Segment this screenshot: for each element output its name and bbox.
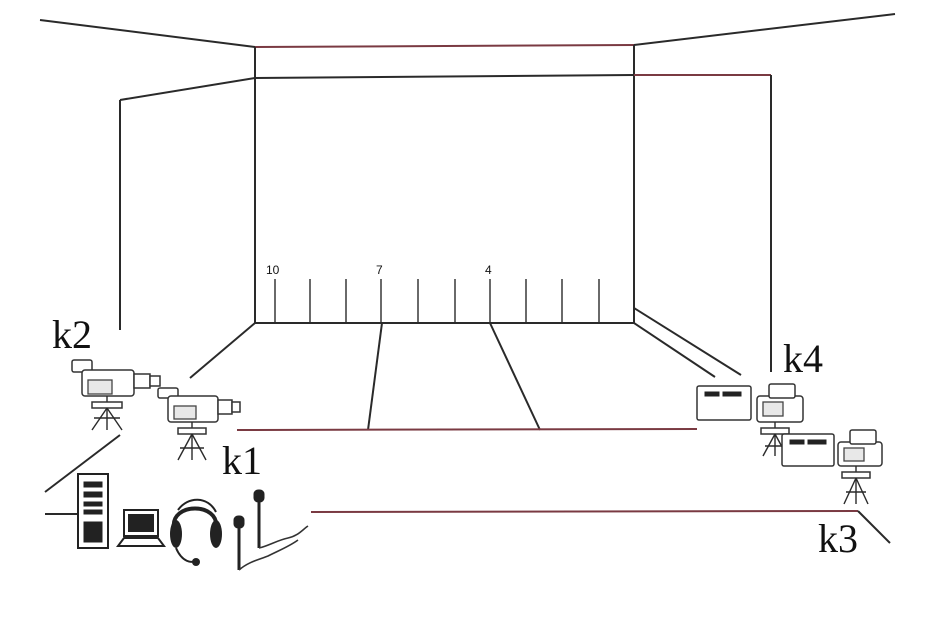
video-camera-on-tripod-icon [157,387,241,461]
computer-tower-icon [77,473,109,549]
distance-label-4: 4 [485,263,492,277]
microphone-icon [233,489,309,571]
video-camera-on-tripod-icon [696,383,804,457]
camera-label-k4: k4 [783,336,823,381]
room-outline [39,13,896,544]
distance-ticks: 10 7 4 [266,263,600,323]
laptop-monitor-icon [116,509,166,547]
camera-label-k3: k3 [818,516,858,561]
video-camera-on-tripod-icon [71,359,161,431]
video-camera-on-tripod-icon [781,429,883,505]
camera-label-k2: k2 [52,312,92,357]
distance-label-7: 7 [376,263,383,277]
distance-label-10: 10 [266,263,280,277]
headset-icon [170,498,222,566]
camera-label-k1: k1 [222,438,262,483]
